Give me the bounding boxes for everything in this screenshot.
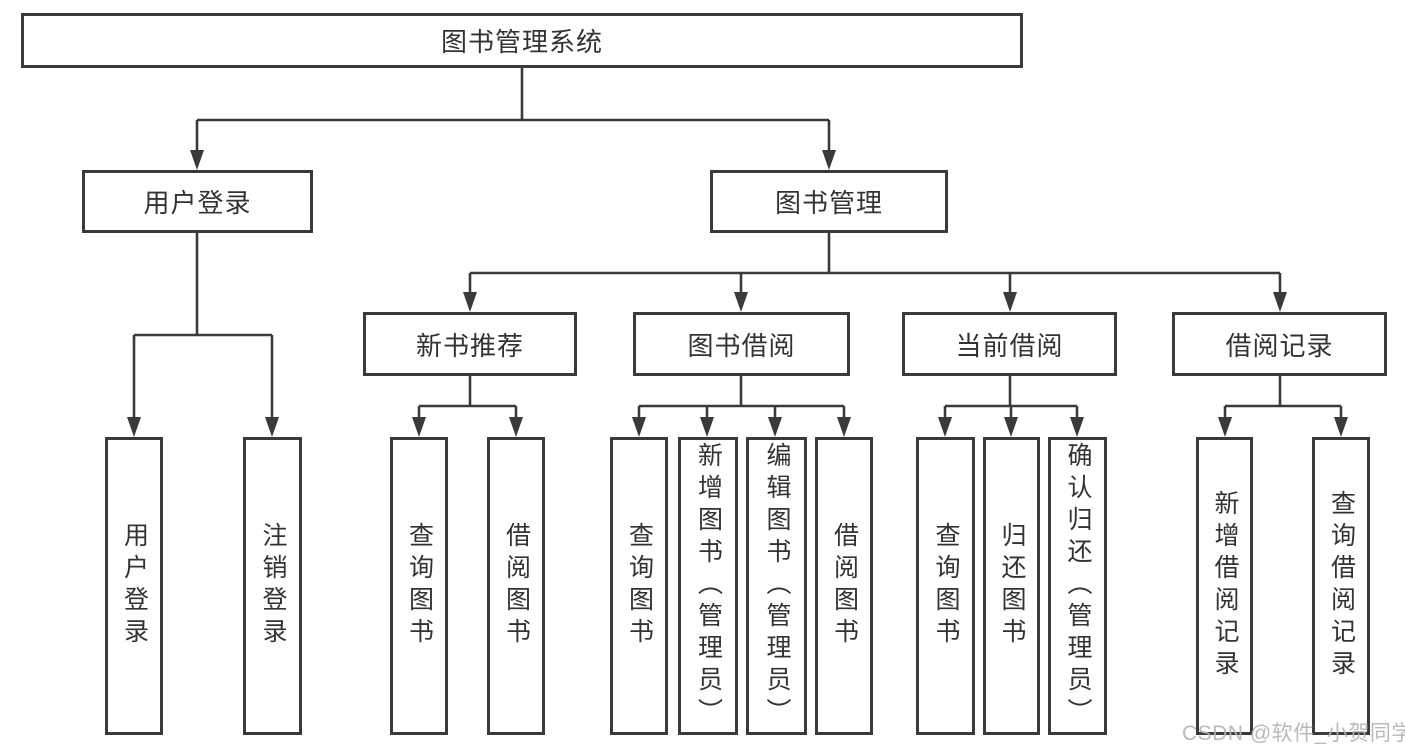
leaf-confirm-return-admin: 确认归还（管理员） [1048, 437, 1107, 735]
node-library-system-label: 图书管理系统 [440, 27, 603, 57]
csdn-watermark: CSDN @软件_小贺同学 [1182, 722, 1405, 745]
leaf-borrow-books-label: 借阅图书 [830, 522, 859, 650]
node-current-borrowing-label: 当前借阅 [955, 330, 1064, 361]
arrowhead-icons [127, 150, 1348, 437]
leaf-confirm-return-admin-label: 确认归还（管理员） [1064, 442, 1092, 730]
leaf-query-books-borrow: 查询图书 [610, 437, 668, 735]
leaf-borrow-books-recommend: 借阅图书 [487, 437, 545, 735]
leaf-query-borrow-record: 查询借阅记录 [1312, 437, 1370, 735]
leaf-add-books-admin-label: 新增图书（管理员） [694, 442, 723, 730]
leaf-borrow-books: 借阅图书 [815, 437, 873, 735]
leaf-query-books-current: 查询图书 [916, 437, 975, 735]
leaf-user-login-label: 用户登录 [120, 522, 149, 650]
leaf-user-login: 用户登录 [105, 437, 163, 735]
node-user-login: 用户登录 [82, 170, 313, 233]
node-book-borrowing: 图书借阅 [633, 312, 850, 376]
node-borrowing-records: 借阅记录 [1172, 312, 1387, 376]
leaf-logout: 注销登录 [243, 437, 302, 735]
leaf-return-books: 归还图书 [983, 437, 1040, 735]
leaf-query-borrow-record-label: 查询借阅记录 [1327, 490, 1356, 682]
leaf-edit-books-admin-label: 编辑图书（管理员） [763, 442, 791, 730]
node-new-book-recommend: 新书推荐 [363, 312, 577, 376]
leaf-return-books-label: 归还图书 [998, 522, 1026, 650]
leaf-logout-label: 注销登录 [259, 522, 287, 650]
node-book-management: 图书管理 [710, 170, 948, 233]
leaf-borrow-books-recommend-label: 借阅图书 [502, 522, 531, 650]
connector-lines [132, 68, 1343, 418]
leaf-add-borrow-record: 新增借阅记录 [1196, 437, 1253, 735]
leaf-edit-books-admin: 编辑图书（管理员） [746, 437, 807, 735]
node-borrowing-records-label: 借阅记录 [1225, 330, 1334, 361]
leaf-add-borrow-record-label: 新增借阅记录 [1211, 490, 1239, 682]
node-book-borrowing-label: 图书借阅 [687, 330, 796, 361]
leaf-add-books-admin: 新增图书（管理员） [678, 437, 738, 735]
leaf-query-books-recommend: 查询图书 [390, 437, 448, 735]
node-user-login-label: 用户登录 [143, 188, 252, 218]
leaf-query-books-borrow-label: 查询图书 [625, 522, 654, 650]
node-library-system: 图书管理系统 [21, 13, 1023, 68]
leaf-query-books-current-label: 查询图书 [932, 522, 960, 650]
node-current-borrowing: 当前借阅 [902, 312, 1117, 376]
leaf-query-books-recommend-label: 查询图书 [405, 522, 434, 650]
node-new-book-recommend-label: 新书推荐 [415, 330, 524, 361]
node-book-management-label: 图书管理 [774, 188, 883, 218]
